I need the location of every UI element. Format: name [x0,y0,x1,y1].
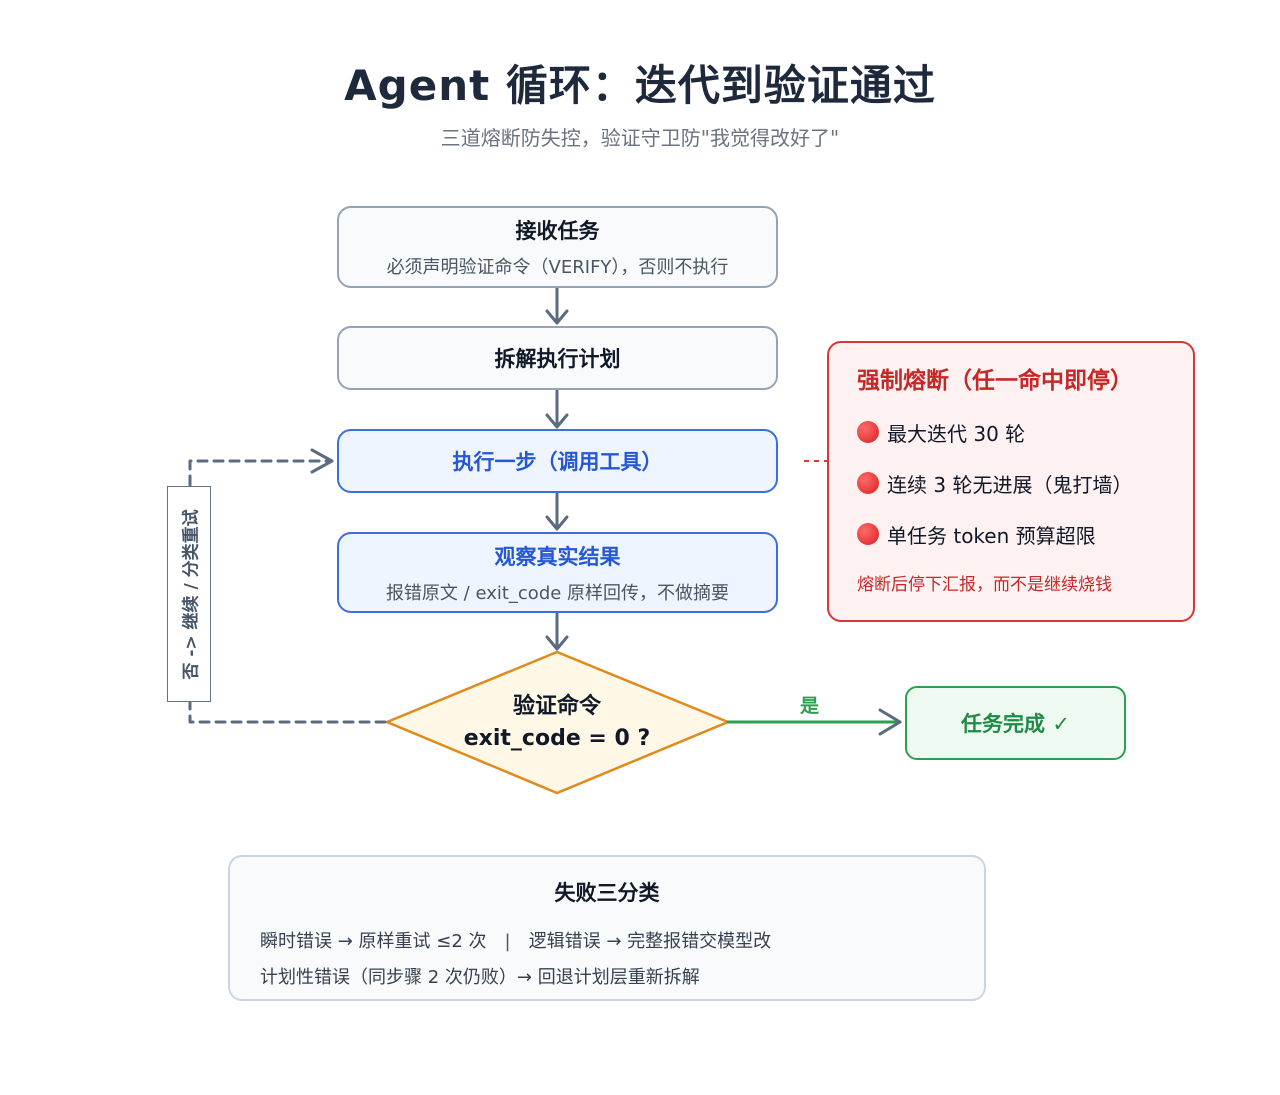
breaker-item: 连续 3 轮无进展（鬼打墙） [857,468,1165,498]
step-receive-task-sub: 必须声明验证命令（VERIFY），否则不执行 [386,257,729,278]
decision-text: 验证命令 exit_code = 0 ? [437,688,677,751]
failure-row-1: 瞬时错误 → 原样重试 ≤2 次 | 逻辑错误 → 完整报错交模型改 [260,927,954,953]
step-observe: 观察真实结果 报错原文 / exit_code 原样回传，不做摘要 [337,532,778,613]
step-execute-title: 执行一步（调用工具） [452,450,663,474]
page-subtitle: 三道熔断防失控，验证守卫防"我觉得改好了" [440,126,840,150]
breaker-item-label: 连续 3 轮无进展（鬼打墙） [887,472,1133,497]
yes-label: 是 [800,695,820,717]
failure-separator: | [504,931,511,952]
breaker-item: 最大迭代 30 轮 [857,417,1165,447]
arrow-step2-to-step3 [545,389,569,429]
decision-line1: 验证命令 [512,694,601,719]
step-plan-title: 拆解执行计划 [494,347,621,371]
failure-logic: 逻辑错误 → 完整报错交模型改 [528,931,772,952]
retry-arrow-head [310,448,334,474]
step-execute: 执行一步（调用工具） [337,429,778,493]
decision-diamond [383,650,732,795]
breaker-item-label: 单任务 token 预算超限 [887,523,1096,548]
step-receive-task-title: 接收任务 [515,219,600,243]
step-observe-title: 观察真实结果 [494,544,621,569]
retry-label: 否 -> 继续 / 分类重试 [181,508,202,680]
breaker-note: 熔断后停下汇报，而不是继续烧钱 [857,575,1112,595]
breaker-item-label: 最大迭代 30 轮 [887,421,1026,446]
arrow-yes-head [878,708,902,736]
page-title: Agent 循环：迭代到验证通过 [344,61,936,110]
arrow-step3-to-step4 [545,492,569,531]
failure-row-2: 计划性错误（同步骤 2 次仍败）→ 回退计划层重新拆解 [260,963,954,989]
breaker-title: 强制熔断（任一命中即停） [857,368,1133,394]
failure-title: 失败三分类 [554,881,660,905]
retry-label-box: 否 -> 继续 / 分类重试 [167,486,211,702]
task-done-box: 任务完成 ✓ [905,686,1126,760]
decision-line2: exit_code = 0 ? [463,726,651,751]
circuit-breaker-panel: 强制熔断（任一命中即停） 最大迭代 30 轮 连续 3 轮无进展（鬼打墙） 单任… [827,341,1195,622]
step-observe-sub: 报错原文 / exit_code 原样回传，不做摘要 [385,582,730,604]
breaker-item: 单任务 token 预算超限 [857,519,1165,549]
step-plan: 拆解执行计划 [337,326,778,390]
arrow-step1-to-step2 [545,286,569,325]
step-receive-task: 接收任务 必须声明验证命令（VERIFY），否则不执行 [337,206,778,288]
failure-classification-panel: 失败三分类 瞬时错误 → 原样重试 ≤2 次 | 逻辑错误 → 完整报错交模型改 计… [228,855,986,1001]
red-circle-icon [857,472,879,494]
failure-plan: 计划性错误（同步骤 2 次仍败）→ 回退计划层重新拆解 [260,967,700,988]
red-circle-icon [857,421,879,443]
failure-transient: 瞬时错误 → 原样重试 ≤2 次 [260,931,487,952]
red-circle-icon [857,523,879,545]
arrow-step4-to-decision [545,612,569,651]
task-done-label: 任务完成 ✓ [961,712,1070,736]
